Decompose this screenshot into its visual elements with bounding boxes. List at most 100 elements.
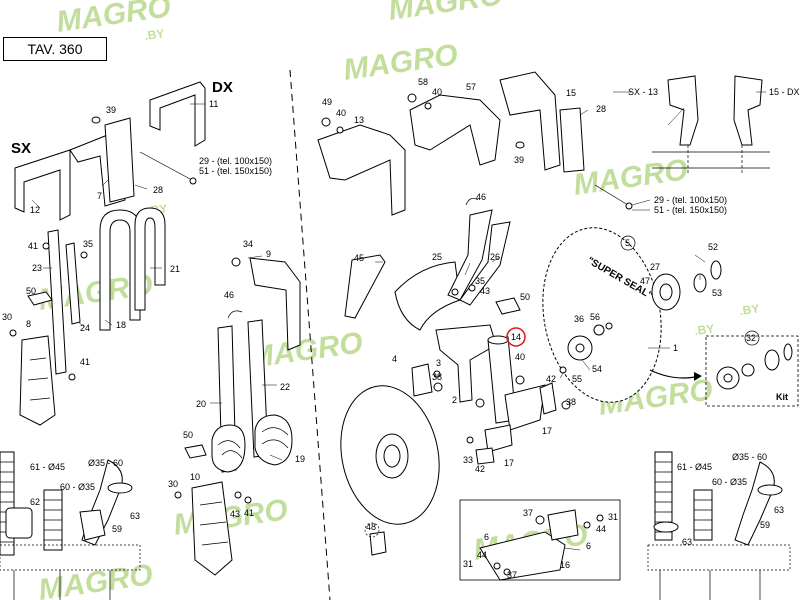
coil-detail bbox=[217, 427, 289, 459]
hose-61-left bbox=[0, 451, 15, 556]
blade-42b bbox=[475, 447, 495, 465]
hose-60b-right bbox=[734, 461, 775, 546]
cap-62 bbox=[5, 507, 33, 539]
bolt-35c bbox=[468, 284, 476, 292]
label-39a: 39 bbox=[106, 105, 116, 115]
label-43a: 43 bbox=[230, 509, 240, 519]
svg-text:.BY: .BY bbox=[143, 26, 165, 43]
bolt-35b bbox=[451, 288, 459, 296]
label-49: 49 bbox=[322, 97, 332, 107]
detail-box-16 bbox=[459, 499, 621, 581]
bolt-58 bbox=[407, 93, 417, 103]
bolt-30a bbox=[9, 329, 17, 337]
label-41c: 41 bbox=[244, 508, 254, 518]
nut-39 bbox=[91, 116, 101, 124]
washer-44a bbox=[583, 521, 591, 529]
shank-8-detail bbox=[27, 357, 51, 401]
bolt-33 bbox=[466, 436, 474, 444]
table-number-box: TAV. 360 bbox=[3, 37, 107, 61]
label-13: 13 bbox=[354, 115, 364, 125]
label-58: 58 bbox=[418, 77, 428, 87]
nut-37a bbox=[535, 515, 545, 525]
inset-bracket-15 bbox=[733, 75, 763, 146]
bolt-size-left-51: 51 - (tel. 150x150) bbox=[199, 166, 272, 176]
label-41a: 41 bbox=[28, 241, 38, 251]
blade-42a bbox=[539, 382, 557, 415]
seal-36 bbox=[593, 324, 605, 336]
ref-5-circle bbox=[620, 235, 636, 251]
bolt-55 bbox=[559, 366, 567, 374]
label-40b: 40 bbox=[336, 108, 346, 118]
label-8: 8 bbox=[26, 319, 31, 329]
label-37a: 37 bbox=[523, 508, 533, 518]
kit-box bbox=[705, 335, 799, 407]
bolt-29 bbox=[139, 151, 193, 181]
label-hose-l60: 60 - Ø35 bbox=[60, 482, 95, 492]
nut-37b bbox=[503, 568, 511, 576]
clamp-63-left bbox=[107, 482, 133, 494]
svg-text:MAGRO: MAGRO bbox=[386, 0, 504, 27]
pin-46b bbox=[465, 198, 479, 206]
label-44b: 44 bbox=[477, 550, 487, 560]
bolt-34 bbox=[231, 257, 241, 267]
left-hose-lines bbox=[13, 570, 111, 600]
label-31b: 31 bbox=[463, 559, 473, 569]
label-43b: 43 bbox=[480, 286, 490, 296]
label-20: 20 bbox=[196, 399, 206, 409]
inset-label-sx13: SX - 13 bbox=[628, 87, 658, 97]
label-42b: 42 bbox=[475, 464, 485, 474]
nut-40c bbox=[515, 375, 525, 385]
label-21: 21 bbox=[170, 264, 180, 274]
label-50a: 50 bbox=[26, 286, 36, 296]
label-38a: 38 bbox=[432, 372, 442, 382]
label-15: 15 bbox=[566, 88, 576, 98]
label-1: 1 bbox=[673, 343, 678, 353]
bearing-27-inner bbox=[659, 283, 673, 301]
plate-6a bbox=[547, 509, 579, 541]
watermark-suffix-1: .BY bbox=[143, 26, 165, 43]
bolt-31a bbox=[596, 514, 604, 522]
svg-text:.BY: .BY bbox=[738, 301, 760, 318]
shank-8 bbox=[19, 335, 56, 426]
label-16: 16 bbox=[560, 560, 570, 570]
bracket-13 bbox=[317, 124, 406, 216]
left-assembly: SX DX bbox=[0, 79, 301, 576]
label-30a: 30 bbox=[2, 312, 12, 322]
part-labels: 39 11 12 7 28 29 - (tel. 100x150) 51 - (… bbox=[2, 77, 800, 580]
bolt-size-left-29: 29 - (tel. 100x150) bbox=[199, 156, 272, 166]
bracket-57 bbox=[409, 94, 501, 166]
side-label-sx: SX bbox=[11, 140, 31, 157]
plate-50a bbox=[27, 291, 53, 306]
watermark-suffix-2: .BY bbox=[693, 321, 715, 338]
bracket-11 bbox=[149, 81, 206, 147]
highlight-ring-14 bbox=[506, 327, 526, 347]
svg-text:.BY: .BY bbox=[693, 321, 715, 338]
clamp-63-right-b bbox=[653, 521, 679, 533]
label-hose-l62: 62 bbox=[30, 497, 40, 507]
label-40a: 40 bbox=[432, 87, 442, 97]
label-4: 4 bbox=[392, 354, 397, 364]
label-hose-l60b: Ø35 - 60 bbox=[88, 458, 123, 468]
label-hose-r61: 61 - Ø45 bbox=[677, 462, 712, 472]
label-28b: 28 bbox=[596, 104, 606, 114]
label-6b: 6 bbox=[484, 532, 489, 542]
svg-text:MAGRO: MAGRO bbox=[36, 558, 154, 600]
label-54: 54 bbox=[592, 364, 602, 374]
label-hose-r60b: Ø35 - 60 bbox=[732, 452, 767, 462]
kit-arrow-head bbox=[694, 372, 702, 381]
label-7: 7 bbox=[97, 191, 102, 201]
circlip-52 bbox=[710, 260, 722, 280]
label-47: 47 bbox=[640, 276, 650, 286]
nut-41a bbox=[42, 242, 50, 250]
hose-60-left-ribs bbox=[44, 499, 62, 541]
nut-41c bbox=[244, 496, 252, 504]
nut-2 bbox=[475, 398, 485, 408]
ref-48-circle bbox=[364, 522, 380, 538]
label-42a: 42 bbox=[546, 374, 556, 384]
plate-50b bbox=[184, 444, 207, 459]
kit-flange-center bbox=[723, 373, 733, 383]
label-28a: 28 bbox=[153, 185, 163, 195]
bracket-12 bbox=[14, 149, 71, 221]
inset-sx-dx bbox=[652, 75, 770, 175]
arm-26 bbox=[459, 221, 511, 306]
